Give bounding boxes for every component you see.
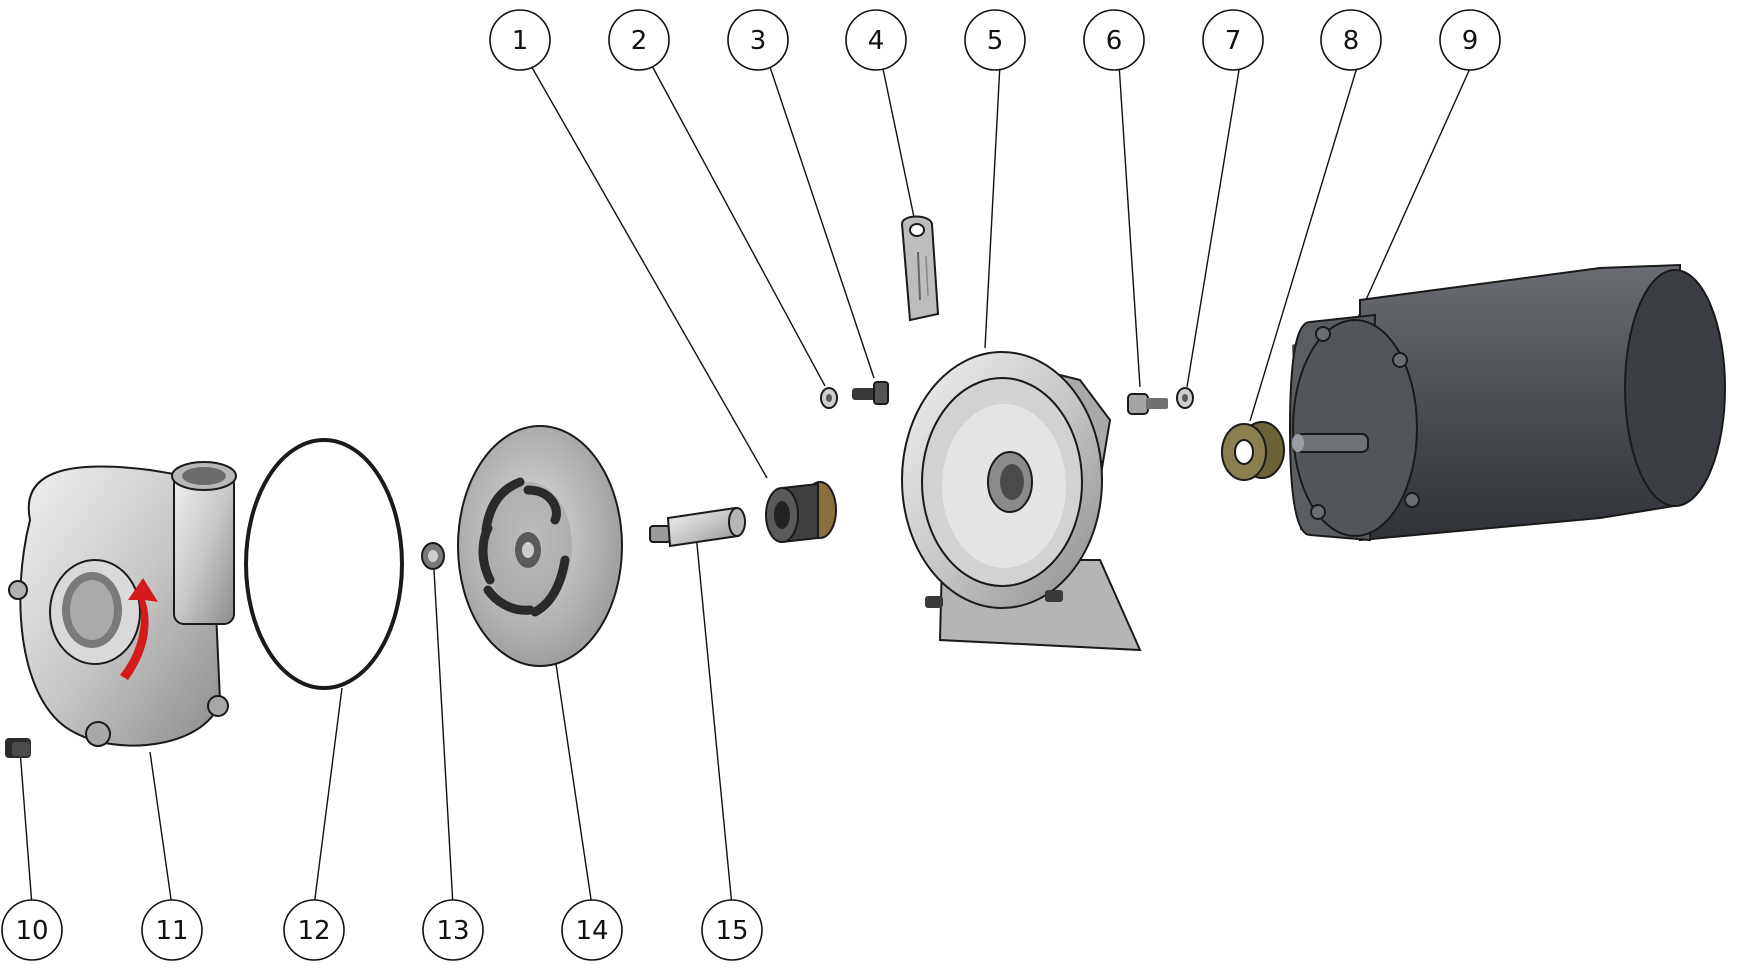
balloon-8: 8 [1320,9,1382,71]
leader-8 [1249,63,1359,422]
balloon-11: 11 [141,899,203,961]
leader-6 [1118,63,1141,388]
svg-text:11: 11 [155,916,188,946]
svg-text:13: 13 [436,916,469,946]
part-8-slinger-collar [1221,421,1285,481]
balloon-10: 10 [1,899,63,961]
leader-3 [768,63,875,379]
part-9-motor [1288,263,1726,542]
svg-text:15: 15 [715,916,748,946]
part-12-o-ring [244,438,404,690]
rotation-arrow-icon [120,578,158,680]
balloon-15: 15 [701,899,763,961]
balloon-7: 7 [1202,9,1264,71]
leader-15 [695,533,733,907]
svg-text:6: 6 [1106,26,1123,56]
leader-11 [149,751,173,907]
balloon-14: 14 [561,899,623,961]
balloon-9: 9 [1439,9,1501,71]
part-3-bolt [852,381,889,405]
svg-text:10: 10 [15,916,48,946]
leader-7 [1186,63,1241,388]
leader-13 [433,569,454,907]
part-14-impeller [457,425,623,667]
balloon-4: 4 [845,9,907,71]
svg-text:4: 4 [868,26,885,56]
part-15-shaft-sleeve [649,506,746,548]
svg-text:2: 2 [631,26,648,56]
leader-1 [529,63,768,479]
leader-5 [984,63,1001,349]
balloon-13: 13 [422,899,484,961]
part-5-adapter-backplate [901,351,1142,652]
svg-text:12: 12 [297,916,330,946]
balloon-2: 2 [608,9,670,71]
part-6-bolt [1127,393,1168,415]
svg-text:14: 14 [575,916,608,946]
balloon-3: 3 [727,9,789,71]
leader-lines [19,63,1473,907]
svg-text:9: 9 [1462,26,1479,56]
part-10-drain-plug [5,738,31,758]
part-4-nameplate [900,215,940,322]
part-2-washer [820,387,838,409]
svg-text:1: 1 [512,26,529,56]
svg-text:3: 3 [750,26,767,56]
leader-12 [313,687,343,907]
part-1-mechanical-seal [765,481,837,544]
svg-text:7: 7 [1225,26,1242,56]
balloon-6: 6 [1083,9,1145,71]
leader-14 [555,663,593,907]
part-7-washer [1176,387,1194,409]
part-11-pump-casing [8,461,237,747]
leader-10 [19,749,33,907]
leader-9 [1355,63,1473,323]
leader-4 [881,63,916,223]
svg-text:5: 5 [987,26,1004,56]
balloon-1: 1 [489,9,551,71]
balloon-12: 12 [283,899,345,961]
balloon-5: 5 [964,9,1026,71]
part-13-impeller-nut [421,542,445,570]
svg-text:8: 8 [1343,26,1360,56]
leader-2 [650,63,826,387]
